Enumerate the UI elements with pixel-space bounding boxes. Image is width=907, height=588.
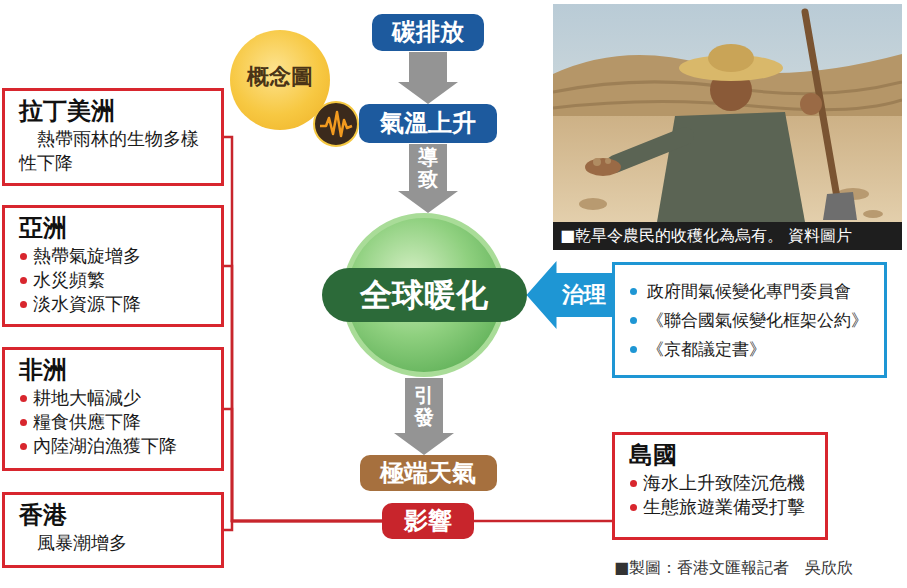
region-body: 熱帶雨林的生物多樣性下降	[19, 127, 207, 175]
list-item: 《聯合國氣候變化框架公約》	[647, 307, 868, 333]
region-body: 風暴潮增多	[19, 531, 209, 555]
impact-line	[224, 409, 382, 521]
soil-crumb	[593, 158, 601, 166]
caption-band	[553, 222, 902, 250]
governance-arrow	[527, 261, 613, 329]
bullet-dot	[630, 504, 637, 511]
process-box: 極端天氣	[360, 455, 497, 491]
label-box: ■製圖：香港文匯報記者 吳欣欣	[614, 557, 853, 579]
list-item: 《京都議定書》	[647, 336, 868, 362]
bullet-dot	[20, 419, 27, 426]
region-heading: 香港	[19, 500, 209, 531]
farmer-hand	[800, 93, 822, 115]
box-label: 碳排放	[392, 18, 464, 47]
region-heading: 亞洲	[19, 213, 209, 244]
list-row: 糧食供應下降	[19, 410, 209, 434]
bullet-dot	[20, 277, 27, 284]
region-heading: 非洲	[19, 355, 209, 386]
edge-label-box: 治理	[562, 282, 606, 308]
drought-photo	[553, 4, 902, 250]
region-box: 拉丁美洲熱帶雨林的生物多樣性下降	[2, 88, 224, 186]
list-row: 水災頻繁	[19, 268, 209, 292]
soil-clod	[579, 198, 607, 210]
list-row: 政府間氣候變化專門委員會	[627, 278, 868, 304]
bullet-dot	[20, 301, 27, 308]
soil-clod	[863, 210, 883, 218]
process-box: 影響	[382, 503, 474, 539]
bullet-dot	[630, 288, 637, 295]
list-row: 內陸湖泊漁獲下降	[19, 434, 209, 458]
concept-badge: 概念圖	[230, 30, 330, 130]
impact-line	[474, 520, 612, 523]
bullet-dot	[630, 346, 637, 353]
list-item: 熱帶氣旋增多	[33, 244, 209, 268]
list-item: 淡水資源下降	[33, 292, 209, 316]
edge-label: 導致	[418, 146, 438, 190]
list-row: 耕地大幅減少	[19, 386, 209, 410]
edge-label: 引發	[414, 384, 434, 428]
icon-wave	[320, 112, 352, 136]
farmer-hand	[585, 158, 621, 176]
badge-title: 概念圖	[247, 62, 313, 92]
region-heading: 拉丁美洲	[19, 96, 209, 127]
list-item: 生態旅遊業備受打擊	[643, 495, 813, 519]
bullet-dot	[20, 395, 27, 402]
list-item: 耕地大幅減少	[33, 386, 209, 410]
list-item: 糧食供應下降	[33, 410, 209, 434]
farmer-arm	[615, 136, 685, 164]
impact-line	[224, 521, 382, 530]
region-box: 非洲耕地大幅減少糧食供應下降內陸湖泊漁獲下降	[2, 347, 224, 471]
core-band-label: 全球暖化	[322, 268, 527, 322]
list-row: 生態旅遊業備受打擊	[629, 495, 813, 519]
process-box: 氣溫上升	[359, 104, 497, 143]
flow-arrow	[394, 378, 454, 455]
list-item: 內陸湖泊漁獲下降	[33, 434, 209, 458]
core-circle: 全球暖化	[342, 213, 506, 377]
list-row: 《聯合國氣候變化框架公約》	[627, 307, 868, 333]
list-row: 熱帶氣旋增多	[19, 244, 209, 268]
region-box: 島國海水上升致陸沉危機生態旅遊業備受打擊	[612, 432, 828, 540]
region-heading: 島國	[629, 440, 813, 471]
farmer-body	[657, 112, 805, 222]
label-box: ■乾旱令農民的收穫化為烏有。 資料圖片	[560, 225, 852, 247]
credit-note: ■製圖：香港文匯報記者 吳欣欣	[614, 557, 853, 579]
bullet-dot	[630, 480, 637, 487]
region-box: 亞洲熱帶氣旋增多水災頻繁淡水資源下降	[2, 205, 224, 327]
list-row: 《京都議定書》	[627, 336, 868, 362]
bullet-dot	[630, 317, 637, 324]
shovel-blade	[823, 192, 857, 220]
process-box: 碳排放	[372, 14, 484, 51]
list-item: 海水上升致陸沉危機	[643, 471, 813, 495]
region-box: 香港風暴潮增多	[2, 492, 224, 568]
sky	[553, 4, 902, 222]
straw-hat-crown	[708, 44, 754, 72]
governance-box: 政府間氣候變化專門委員會《聯合國氣候變化框架公約》《京都議定書》	[612, 262, 887, 378]
flow-arrow	[398, 52, 458, 104]
box-label: 氣溫上升	[380, 109, 476, 138]
list-item: 政府間氣候變化專門委員會	[647, 278, 868, 304]
photo-caption: ■乾旱令農民的收穫化為烏有。 資料圖片	[560, 225, 852, 247]
bullet-dot	[20, 443, 27, 450]
bullet-dot	[20, 253, 27, 260]
list-row: 海水上升致陸沉危機	[629, 471, 813, 495]
box-label: 極端天氣	[380, 459, 476, 488]
edge-label-box: 導致	[418, 146, 438, 190]
list-item: 水災頻繁	[33, 268, 209, 292]
flow-arrow	[398, 144, 458, 213]
edge-label: 治理	[562, 282, 606, 308]
edge-label-box: 引發	[414, 384, 434, 428]
box-label: 影響	[404, 507, 452, 536]
list-row: 淡水資源下降	[19, 292, 209, 316]
soil-crumb	[605, 158, 611, 164]
